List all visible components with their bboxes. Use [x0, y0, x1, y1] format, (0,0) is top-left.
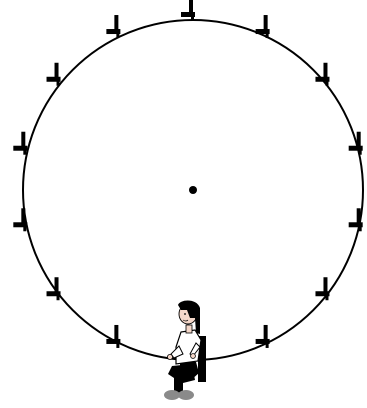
chair-icon [47, 63, 61, 86]
chair-icon [13, 208, 27, 231]
chair-icon [181, 0, 195, 21]
chair-icon [13, 132, 27, 155]
chair-icon [315, 277, 329, 300]
chair-icon [349, 208, 363, 231]
center-point-icon [189, 186, 197, 194]
seated-person-icon [164, 300, 206, 400]
chair-icon [106, 15, 120, 38]
chairs-layer [13, 0, 362, 348]
